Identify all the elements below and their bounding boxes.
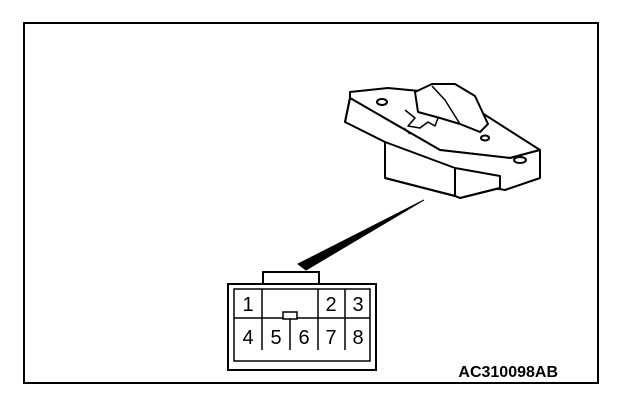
pin-7-label: 7	[325, 327, 336, 349]
pin-5-label: 5	[270, 327, 281, 349]
figure-frame	[23, 22, 599, 384]
pin-1-label: 1	[242, 294, 253, 316]
pin-2-label: 2	[325, 294, 336, 316]
pin-6-label: 6	[298, 327, 309, 349]
pin-8-label: 8	[352, 327, 363, 349]
connector-grid	[234, 289, 370, 350]
pin-4-label: 4	[242, 327, 253, 349]
pin-3-label: 3	[352, 294, 363, 316]
figure-code: AC310098AB	[458, 364, 558, 381]
switch-illustration	[344, 83, 541, 199]
pointer-wedge	[297, 199, 425, 271]
connector-outline	[227, 271, 377, 371]
